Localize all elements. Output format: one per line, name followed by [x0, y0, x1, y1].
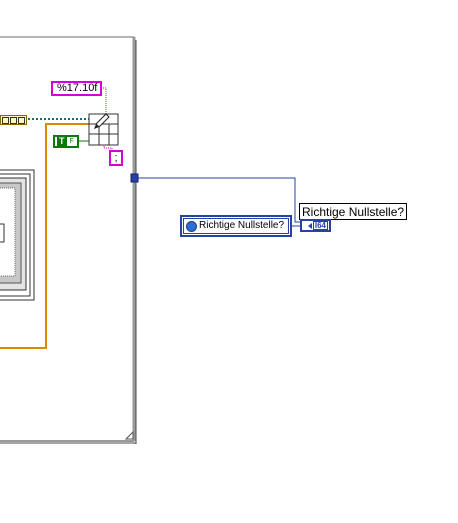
property-node-inner: Richtige Nullstelle? [183, 218, 289, 234]
array-cell-icon [9, 116, 17, 124]
delimiter-constant[interactable]: ; [109, 150, 123, 166]
indicator-label-text: Richtige Nullstelle? [302, 204, 405, 219]
array-cell-icon [1, 116, 9, 124]
indicator-terminal[interactable]: I64 [300, 219, 331, 232]
array-node[interactable] [0, 115, 27, 125]
boolean-true-text: T [57, 136, 67, 146]
boolean-constant[interactable]: T F [53, 135, 79, 148]
write-spreadsheet-file-icon[interactable] [88, 113, 119, 146]
loop-resize-handle[interactable] [124, 430, 134, 440]
delimiter-text: ; [114, 152, 118, 164]
indicator-label[interactable]: Richtige Nullstelle? [299, 203, 408, 220]
string-wire-delimiter[interactable] [103, 144, 113, 150]
format-string-text: %17.10f [57, 82, 98, 94]
string-wire-format[interactable] [103, 87, 107, 114]
cluster-stack[interactable] [0, 169, 35, 301]
format-string-constant[interactable]: %17.10f [51, 81, 102, 96]
datatype-badge: I64 [312, 221, 328, 230]
globe-icon [186, 220, 197, 232]
array-cell-icon [18, 116, 26, 124]
property-node[interactable]: Richtige Nullstelle? [180, 215, 292, 237]
loop-tunnel[interactable] [130, 173, 139, 183]
terminal-arrow-icon [307, 222, 312, 229]
numeric-wire[interactable] [136, 177, 300, 227]
property-node-label: Richtige Nullstelle? [199, 220, 285, 231]
path-wire[interactable] [0, 123, 90, 349]
boolean-false-text: F [69, 138, 74, 145]
